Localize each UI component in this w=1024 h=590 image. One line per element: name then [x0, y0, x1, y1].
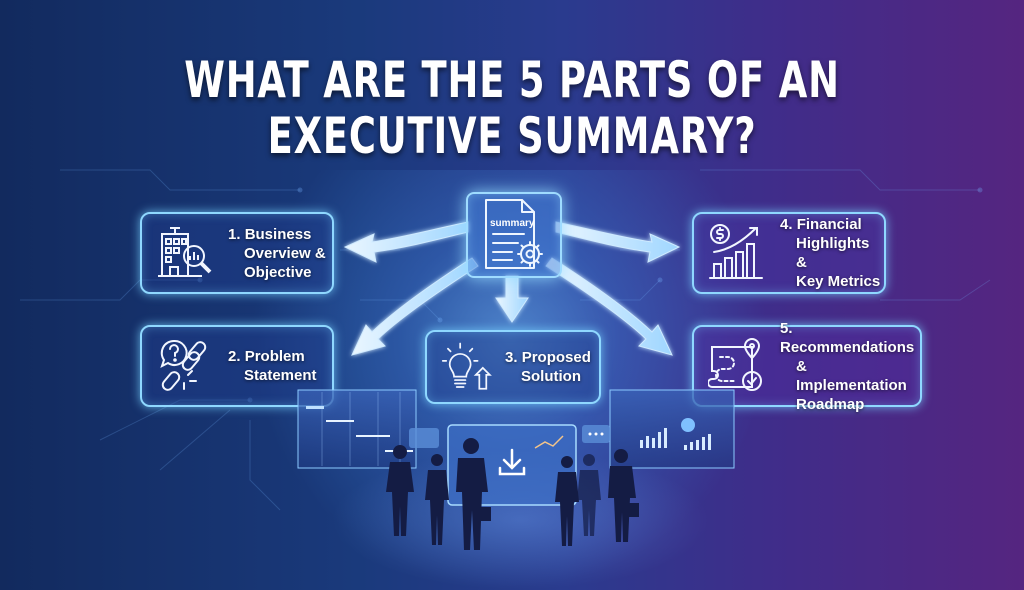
- page-title: WHAT ARE THE 5 PARTS OF AN EXECUTIVE SUM…: [92, 52, 932, 164]
- arrow-to-part-1: [343, 221, 469, 263]
- part-4-financial-highlights: 4. Financial Highlights & Key Metrics: [692, 212, 886, 294]
- roadmap-pin-check-icon: [708, 337, 762, 391]
- flow-arrows: [343, 221, 681, 356]
- speech-bubble-left: [409, 428, 439, 448]
- lightbulb-arrow-up-icon: [441, 342, 492, 390]
- part-3-proposed-solution: 3. Proposed Solution: [425, 330, 601, 404]
- business-team-illustration: [297, 389, 735, 550]
- people-silhouettes: [386, 438, 639, 550]
- summary-label: summary: [490, 218, 535, 229]
- arrow-to-part-2: [351, 257, 479, 356]
- dashboard-screen: [609, 389, 735, 469]
- arrow-to-part-3: [495, 275, 529, 323]
- title-line-2: EXECUTIVE SUMMARY?: [267, 107, 757, 165]
- arrow-to-part-5: [545, 257, 673, 356]
- part-3-label: 3. Proposed Solution: [505, 349, 591, 385]
- arrow-to-part-4: [555, 221, 681, 263]
- part-4-label: 4. Financial Highlights & Key Metrics: [780, 216, 881, 290]
- summary-center-node: summary: [466, 192, 562, 278]
- part-1-label: 1. Business Overview & Objective: [228, 225, 326, 281]
- dollar-growth-chart-icon: [709, 224, 763, 279]
- part-5-label: 5. Recommendations & Implementation Road…: [780, 319, 915, 413]
- part-1-business-overview: 1. Business Overview & Objective: [140, 212, 334, 294]
- part-2-label: 2. Problem Statement: [228, 348, 317, 384]
- question-broken-link-icon: [160, 339, 207, 391]
- building-magnifier-icon: [158, 227, 212, 277]
- title-line-1: WHAT ARE THE 5 PARTS OF AN: [184, 51, 840, 109]
- summary-document-gear-icon: [485, 199, 543, 269]
